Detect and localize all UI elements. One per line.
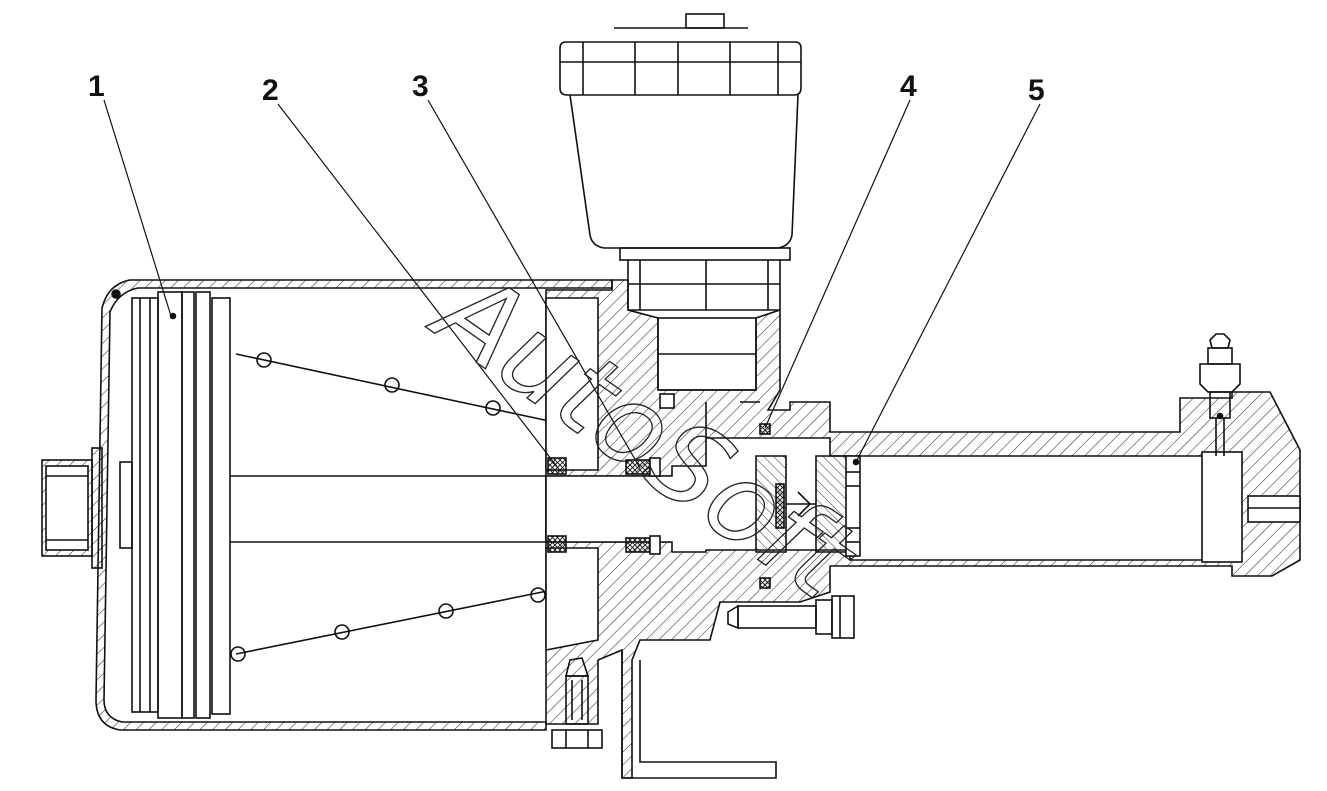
seals [547,423,771,589]
leader-4 [764,99,911,429]
callout-1: 1 [88,70,105,103]
callout-3: 3 [412,70,429,103]
leader-5 [855,103,1041,463]
lower-bolt [551,657,603,749]
bleed-nipple [1199,333,1241,456]
seal-2-lower [547,535,567,553]
flange-bolt [727,595,855,639]
callout-4: 4 [900,70,917,103]
leader-1 [103,99,172,317]
leader-lines [103,99,1041,469]
reservoir [559,13,802,391]
leader-2 [277,103,559,469]
leader-3 [427,99,641,469]
seal-3-lower [625,537,651,553]
mounting-bracket [621,650,777,779]
reservoir-cap [559,41,802,96]
callout-5: 5 [1028,74,1045,107]
valve-body-casting [545,279,1301,779]
reservoir-bowl [569,94,799,249]
reservoir-nut [619,247,791,261]
servo-cylinder-shell [95,279,613,731]
reservoir-cap-stem [685,13,725,29]
power-piston [119,291,231,719]
callout-2: 2 [262,74,279,107]
hydraulic-piston [845,451,1243,563]
seal-4 [759,423,771,435]
front-nozzle [41,447,103,569]
